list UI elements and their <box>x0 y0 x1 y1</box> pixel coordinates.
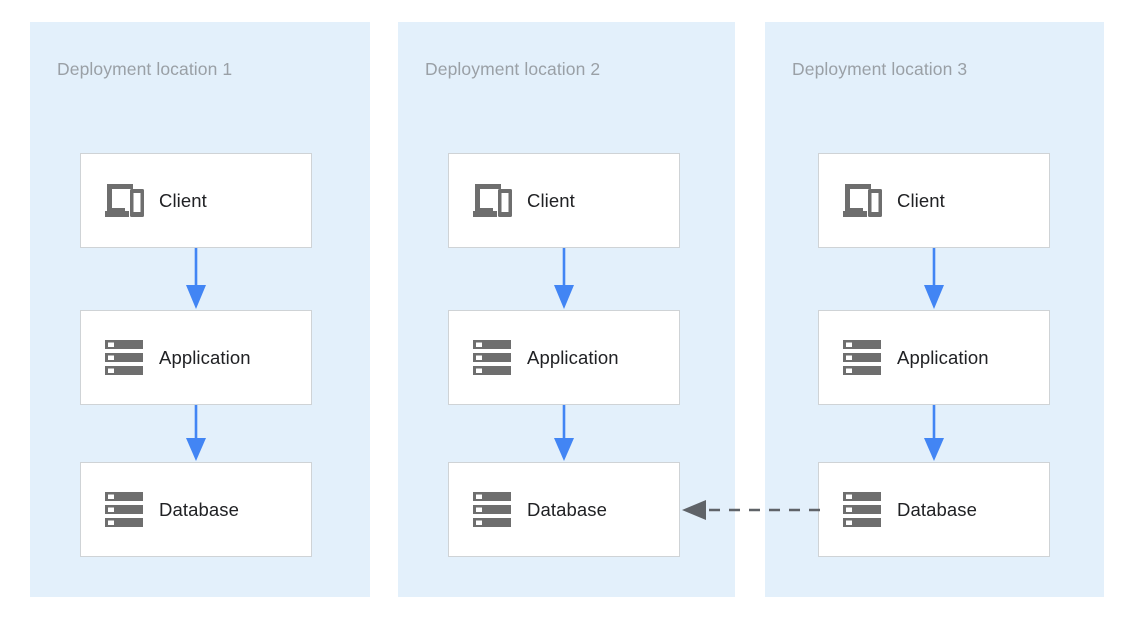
server-stack-icon <box>841 487 887 533</box>
node-label-client-2: Client <box>527 189 575 211</box>
flow-arrow-client-to-application-3 <box>914 248 954 310</box>
node-application-2[interactable]: Application <box>448 310 680 405</box>
server-stack-icon <box>471 335 517 381</box>
replication-arrow-database3-to-database2 <box>680 494 822 526</box>
node-label-client-3: Client <box>897 189 945 211</box>
panel-title-2: Deployment location 2 <box>425 59 601 79</box>
devices-icon <box>103 178 149 224</box>
node-application-1[interactable]: Application <box>80 310 312 405</box>
node-label-application-3: Application <box>897 346 989 368</box>
node-client-3[interactable]: Client <box>818 153 1050 248</box>
server-stack-icon <box>841 335 887 381</box>
deployment-location-panel-2: Deployment location 2 Client <box>398 22 735 597</box>
node-database-3[interactable]: Database <box>818 462 1050 557</box>
deployment-location-panel-3: Deployment location 3 Client <box>765 22 1104 597</box>
server-stack-icon <box>103 487 149 533</box>
node-client-1[interactable]: Client <box>80 153 312 248</box>
flow-arrow-application-to-database-3 <box>914 405 954 462</box>
node-application-3[interactable]: Application <box>818 310 1050 405</box>
node-client-2[interactable]: Client <box>448 153 680 248</box>
panel-title-3: Deployment location 3 <box>792 59 968 79</box>
node-label-database-3: Database <box>897 498 977 520</box>
devices-icon <box>841 178 887 224</box>
node-label-database-2: Database <box>527 498 607 520</box>
flow-arrow-application-to-database-1 <box>176 405 216 462</box>
flow-arrow-client-to-application-1 <box>176 248 216 310</box>
node-label-application-1: Application <box>159 346 251 368</box>
devices-icon <box>471 178 517 224</box>
panel-title-1: Deployment location 1 <box>57 59 233 79</box>
server-stack-icon <box>471 487 517 533</box>
flow-arrow-client-to-application-2 <box>544 248 584 310</box>
node-label-client-1: Client <box>159 189 207 211</box>
node-database-1[interactable]: Database <box>80 462 312 557</box>
flow-arrow-application-to-database-2 <box>544 405 584 462</box>
node-label-database-1: Database <box>159 498 239 520</box>
node-database-2[interactable]: Database <box>448 462 680 557</box>
node-label-application-2: Application <box>527 346 619 368</box>
server-stack-icon <box>103 335 149 381</box>
deployment-location-panel-1: Deployment location 1 Client <box>30 22 370 597</box>
